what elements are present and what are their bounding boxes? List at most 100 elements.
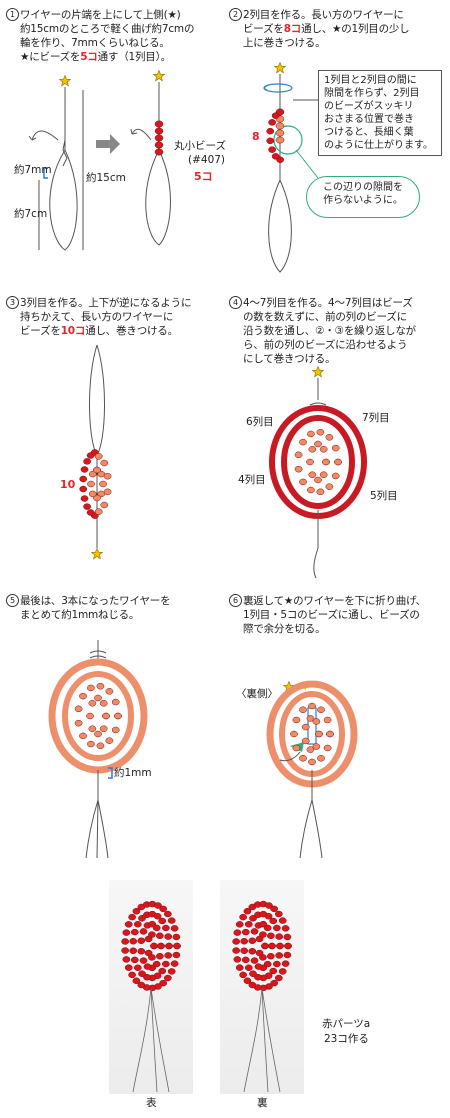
step-line: 上に巻きつける。 <box>243 37 326 49</box>
bead <box>275 952 284 959</box>
bead <box>326 730 334 738</box>
note-line: 1列目と2列目の間に <box>324 75 417 86</box>
bead <box>269 967 278 975</box>
photo-front <box>109 880 193 1094</box>
bead <box>244 920 253 928</box>
bead-row-band <box>281 415 355 510</box>
label-row-4: 4列目 <box>238 474 266 486</box>
bead <box>94 453 103 460</box>
bead <box>275 933 284 940</box>
bead <box>306 746 315 753</box>
bead <box>139 928 148 935</box>
bead <box>152 924 161 932</box>
bead <box>122 956 131 963</box>
bead <box>290 730 298 738</box>
bead <box>87 684 95 692</box>
bead <box>130 928 139 936</box>
bead <box>265 902 273 909</box>
bead <box>86 712 94 720</box>
bead <box>111 698 120 706</box>
step-line: 輪を作り、7mmくらいねじる。 <box>20 37 170 49</box>
bead <box>268 119 276 126</box>
bead <box>301 723 310 731</box>
bead <box>308 446 317 453</box>
bead <box>235 921 244 928</box>
bead <box>323 744 332 752</box>
bead <box>74 705 83 713</box>
bead-count-highlight: 8コ <box>283 23 302 35</box>
bead <box>317 706 325 714</box>
bead <box>306 458 314 466</box>
bead <box>241 956 250 964</box>
wire-loop <box>145 82 171 246</box>
bead <box>167 917 176 924</box>
bead <box>100 501 109 509</box>
bead <box>99 480 107 488</box>
bead-count-highlight: 10コ <box>60 325 86 337</box>
bead <box>325 483 334 490</box>
bead <box>88 725 97 732</box>
bead <box>88 700 97 707</box>
step-number: 4 <box>229 296 242 309</box>
bead <box>129 937 138 945</box>
part-count: 23コ作る <box>324 1033 369 1045</box>
bead <box>137 937 146 944</box>
bead <box>292 716 301 724</box>
step-line: にして巻きつける。 <box>243 353 336 365</box>
step-line: 4〜7列目を作る。4〜7列目はビーズ <box>243 297 413 309</box>
bead <box>79 692 87 700</box>
step-line: 通す（1列目）。 <box>97 51 172 63</box>
label-back-side: 〈裏側〉 <box>236 688 278 700</box>
bead <box>233 956 242 963</box>
bead <box>273 960 281 968</box>
bend-arrow <box>31 130 59 141</box>
bead <box>250 928 259 935</box>
bead <box>268 146 276 153</box>
bead <box>94 730 102 738</box>
wire-strand <box>150 987 170 1093</box>
bead <box>276 942 284 950</box>
bead <box>94 694 102 702</box>
bead <box>254 963 263 970</box>
bead-count-highlight: 5コ <box>80 51 98 63</box>
wire-twist <box>62 139 68 167</box>
bead <box>301 737 310 745</box>
bead <box>87 740 95 748</box>
step-line: 2列目を作る。長い方のワイヤーに <box>243 9 404 21</box>
bead <box>88 490 97 498</box>
bead <box>312 743 321 750</box>
bead <box>154 902 162 909</box>
bead <box>83 503 91 510</box>
step-line: ワイヤーの片端を上にして上側(★) <box>20 9 181 21</box>
step-6-diagram <box>266 680 358 859</box>
step-line: 通し、★の1列目の少し <box>301 23 410 35</box>
bead <box>248 948 257 955</box>
label-approx-1mm: 約1mm <box>114 767 152 779</box>
label-bead-code: (#407) <box>188 154 226 166</box>
wire-loop <box>268 74 292 273</box>
bead <box>99 700 108 707</box>
bead <box>232 947 241 954</box>
bead <box>319 471 328 478</box>
step-line: ビーズを <box>20 325 61 337</box>
bead <box>162 960 170 968</box>
bead <box>283 951 292 959</box>
bead <box>172 951 181 959</box>
wire-strand <box>261 987 269 1093</box>
bead <box>243 907 252 915</box>
bead <box>275 129 285 137</box>
label-approx-15cm: 約15cm <box>86 172 126 184</box>
wire-loop <box>88 344 106 456</box>
bead <box>281 960 290 967</box>
bead <box>306 715 315 722</box>
bead <box>154 134 164 142</box>
bead <box>284 942 292 950</box>
bead <box>316 428 325 436</box>
bead <box>316 488 325 496</box>
bead <box>138 970 146 977</box>
blue-loop <box>263 83 293 93</box>
bead <box>331 444 340 452</box>
